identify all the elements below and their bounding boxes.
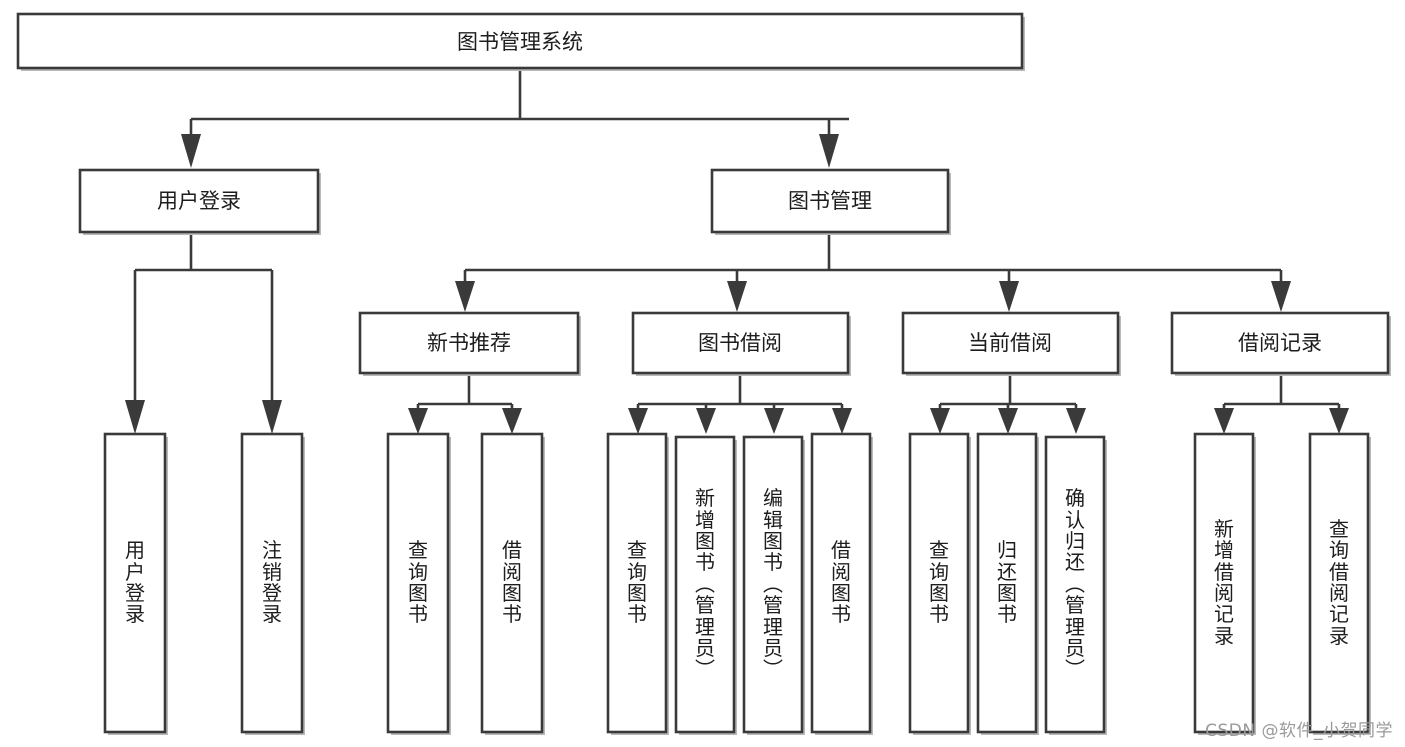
node-leaf-query-record[interactable]	[1308, 432, 1371, 735]
arrow-leaf-add-book	[696, 408, 716, 434]
node-new-book-rec-label: 新书推荐	[427, 331, 511, 355]
node-leaf-add-record[interactable]	[1193, 432, 1256, 735]
node-book-manage[interactable]: 图书管理	[710, 168, 951, 235]
arrow-to-borrow-record	[1271, 281, 1291, 312]
arrow-leaf-query-book-3	[930, 408, 950, 434]
arrow-leaf-logout	[262, 400, 282, 434]
watermark: CSDN @软件_小贺同学	[1205, 721, 1393, 741]
arrow-leaf-user-login	[125, 400, 145, 434]
arrow-to-book-manage	[819, 134, 839, 168]
arrow-leaf-edit-book	[764, 408, 784, 434]
edges-layer	[125, 68, 1349, 434]
arrow-to-user-login	[181, 134, 201, 168]
arrow-leaf-query-record	[1329, 408, 1349, 434]
node-current-borrow-label: 当前借阅	[968, 331, 1052, 355]
arrow-leaf-borrow-book-1	[502, 408, 522, 434]
arrow-to-book-borrow	[727, 281, 747, 312]
node-root[interactable]: 图书管理系统	[16, 12, 1025, 71]
node-leaf-user-login[interactable]	[103, 432, 168, 735]
node-new-book-rec[interactable]: 新书推荐	[358, 311, 581, 376]
node-leaf-borrow-book-1[interactable]	[480, 432, 545, 735]
arrow-to-current-borrow	[999, 281, 1019, 312]
node-leaf-logout[interactable]	[240, 432, 305, 735]
node-leaf-query-book-1[interactable]	[386, 432, 451, 735]
node-leaf-edit-book[interactable]	[742, 435, 805, 735]
arrow-leaf-add-record	[1214, 408, 1234, 434]
node-root-label: 图书管理系统	[457, 30, 583, 54]
node-user-login-label: 用户登录	[157, 189, 241, 213]
node-leaf-return-book[interactable]	[976, 432, 1039, 735]
node-leaf-add-book[interactable]	[674, 435, 737, 735]
arrow-leaf-query-book-2	[628, 408, 648, 434]
node-book-borrow[interactable]: 图书借阅	[631, 311, 851, 376]
node-current-borrow[interactable]: 当前借阅	[901, 311, 1121, 376]
arrow-leaf-return-book	[998, 408, 1018, 434]
node-leaf-confirm-return[interactable]	[1044, 435, 1107, 735]
arrow-leaf-query-book-1	[408, 408, 428, 434]
arrow-to-new-book-rec	[455, 281, 475, 312]
node-user-login[interactable]: 用户登录	[78, 168, 321, 235]
node-leaf-borrow-book-2[interactable]	[810, 432, 873, 735]
node-leaf-query-book-2[interactable]	[606, 432, 669, 735]
node-borrow-record[interactable]: 借阅记录	[1170, 311, 1391, 376]
node-leaf-query-book-3[interactable]	[908, 432, 971, 735]
arrow-leaf-confirm-return	[1066, 408, 1086, 434]
node-borrow-record-label: 借阅记录	[1238, 331, 1322, 355]
arrow-leaf-borrow-book-2	[832, 408, 852, 434]
node-book-borrow-label: 图书借阅	[698, 331, 782, 355]
node-book-manage-label: 图书管理	[788, 189, 872, 213]
